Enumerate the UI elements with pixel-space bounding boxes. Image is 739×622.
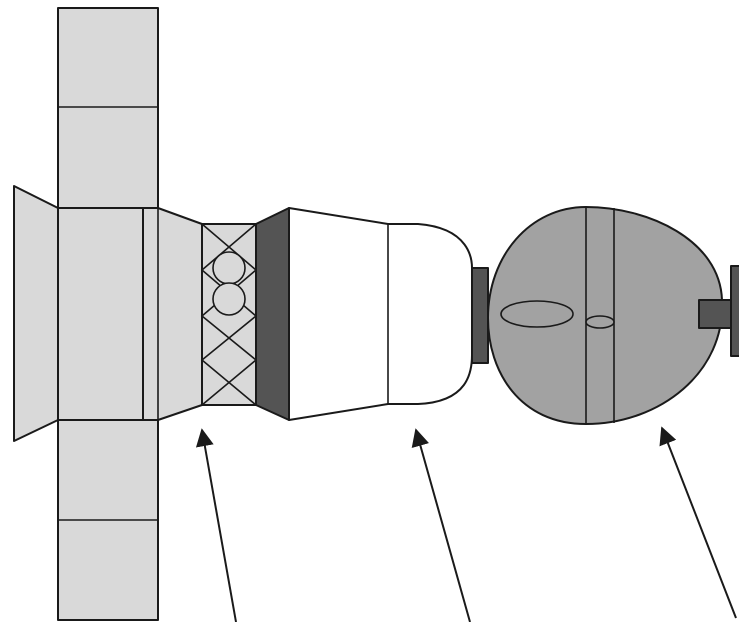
fuel-tank-lower	[212, 282, 246, 316]
pointer-arrow-orbital-module	[659, 426, 737, 619]
orbital-hatch	[585, 315, 615, 329]
docking-collar	[471, 267, 489, 364]
service-module-body	[57, 207, 144, 421]
engine-nozzle	[13, 185, 59, 442]
pointer-arrow-descent-module	[411, 428, 471, 622]
heat-shield	[255, 207, 290, 421]
orbital-module	[487, 206, 724, 425]
descent-module	[288, 207, 473, 421]
docking-port	[698, 265, 739, 357]
instrument-section	[200, 223, 259, 406]
fuel-tank-upper	[212, 251, 246, 285]
pointer-arrow-service-module	[195, 428, 237, 622]
service-module-taper	[142, 207, 203, 421]
orbital-window	[500, 300, 574, 328]
solar-panel-lower	[57, 419, 159, 621]
solar-panel-upper	[57, 7, 159, 209]
